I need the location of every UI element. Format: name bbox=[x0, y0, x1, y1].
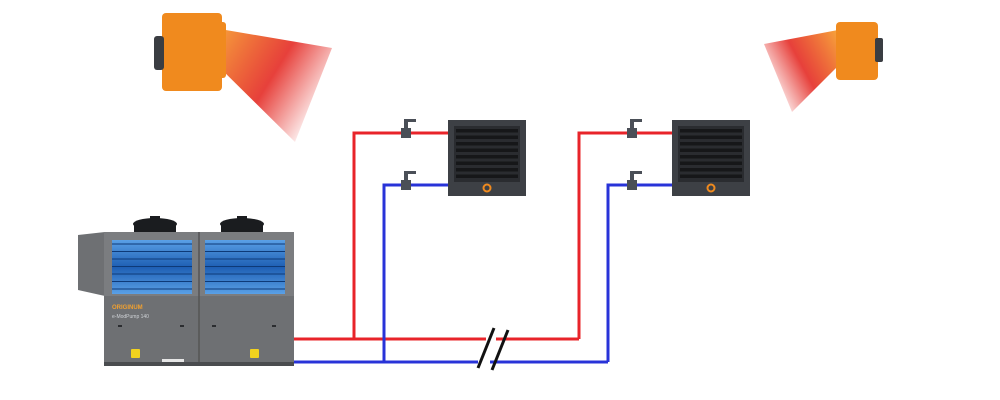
louver bbox=[680, 161, 742, 165]
fan-coil-unit-icon bbox=[448, 120, 526, 196]
heater-mount-left bbox=[154, 36, 164, 70]
louver bbox=[456, 148, 518, 152]
louver bbox=[680, 135, 742, 139]
heater-mount-right bbox=[875, 38, 883, 62]
louver bbox=[456, 142, 518, 146]
heat-beam-right bbox=[764, 30, 838, 112]
unit-model: e-ModPump 140 bbox=[112, 314, 149, 320]
heater-body-left bbox=[162, 13, 222, 91]
louver bbox=[456, 168, 518, 172]
ball-valve-icon bbox=[401, 119, 416, 138]
louver bbox=[680, 155, 742, 159]
heater-front-left bbox=[212, 22, 226, 78]
ball-valve-icon bbox=[401, 171, 416, 190]
infrared-heater-left bbox=[154, 13, 332, 142]
double-slash-break-icon bbox=[476, 327, 510, 371]
louver bbox=[680, 148, 742, 152]
infrared-heater-right bbox=[764, 22, 883, 112]
ball-valve-icon bbox=[627, 171, 642, 190]
return-branch-1 bbox=[382, 183, 448, 362]
pipe-network bbox=[292, 131, 672, 364]
return-branch-2 bbox=[606, 183, 672, 362]
supply-branch-1 bbox=[352, 131, 448, 339]
heater-body-right bbox=[836, 22, 878, 80]
fan-coil-unit-icon bbox=[672, 120, 750, 196]
heat-beam-left bbox=[214, 28, 332, 142]
control-knob-icon bbox=[706, 183, 716, 193]
unit-brand: ORIGINUM bbox=[112, 305, 143, 311]
louver bbox=[680, 142, 742, 146]
axial-fan-icon bbox=[220, 216, 264, 234]
unit-side-panel bbox=[78, 232, 105, 296]
louver bbox=[456, 155, 518, 159]
supply-branch-2 bbox=[577, 131, 672, 339]
louver bbox=[680, 174, 742, 178]
control-knob-icon bbox=[482, 183, 492, 193]
axial-fan-icon bbox=[133, 216, 177, 234]
louver bbox=[456, 174, 518, 178]
ball-valve-icon bbox=[627, 119, 642, 138]
louver bbox=[680, 129, 742, 133]
louver bbox=[456, 135, 518, 139]
louver bbox=[680, 168, 742, 172]
warning-label bbox=[131, 349, 140, 358]
louver bbox=[456, 129, 518, 133]
valves bbox=[401, 119, 642, 190]
louver bbox=[456, 161, 518, 165]
warning-label bbox=[250, 349, 259, 358]
air-heaters bbox=[448, 120, 750, 196]
outdoor-heat-pump-unit: ORIGINUM e-ModPump 140 bbox=[78, 216, 294, 366]
